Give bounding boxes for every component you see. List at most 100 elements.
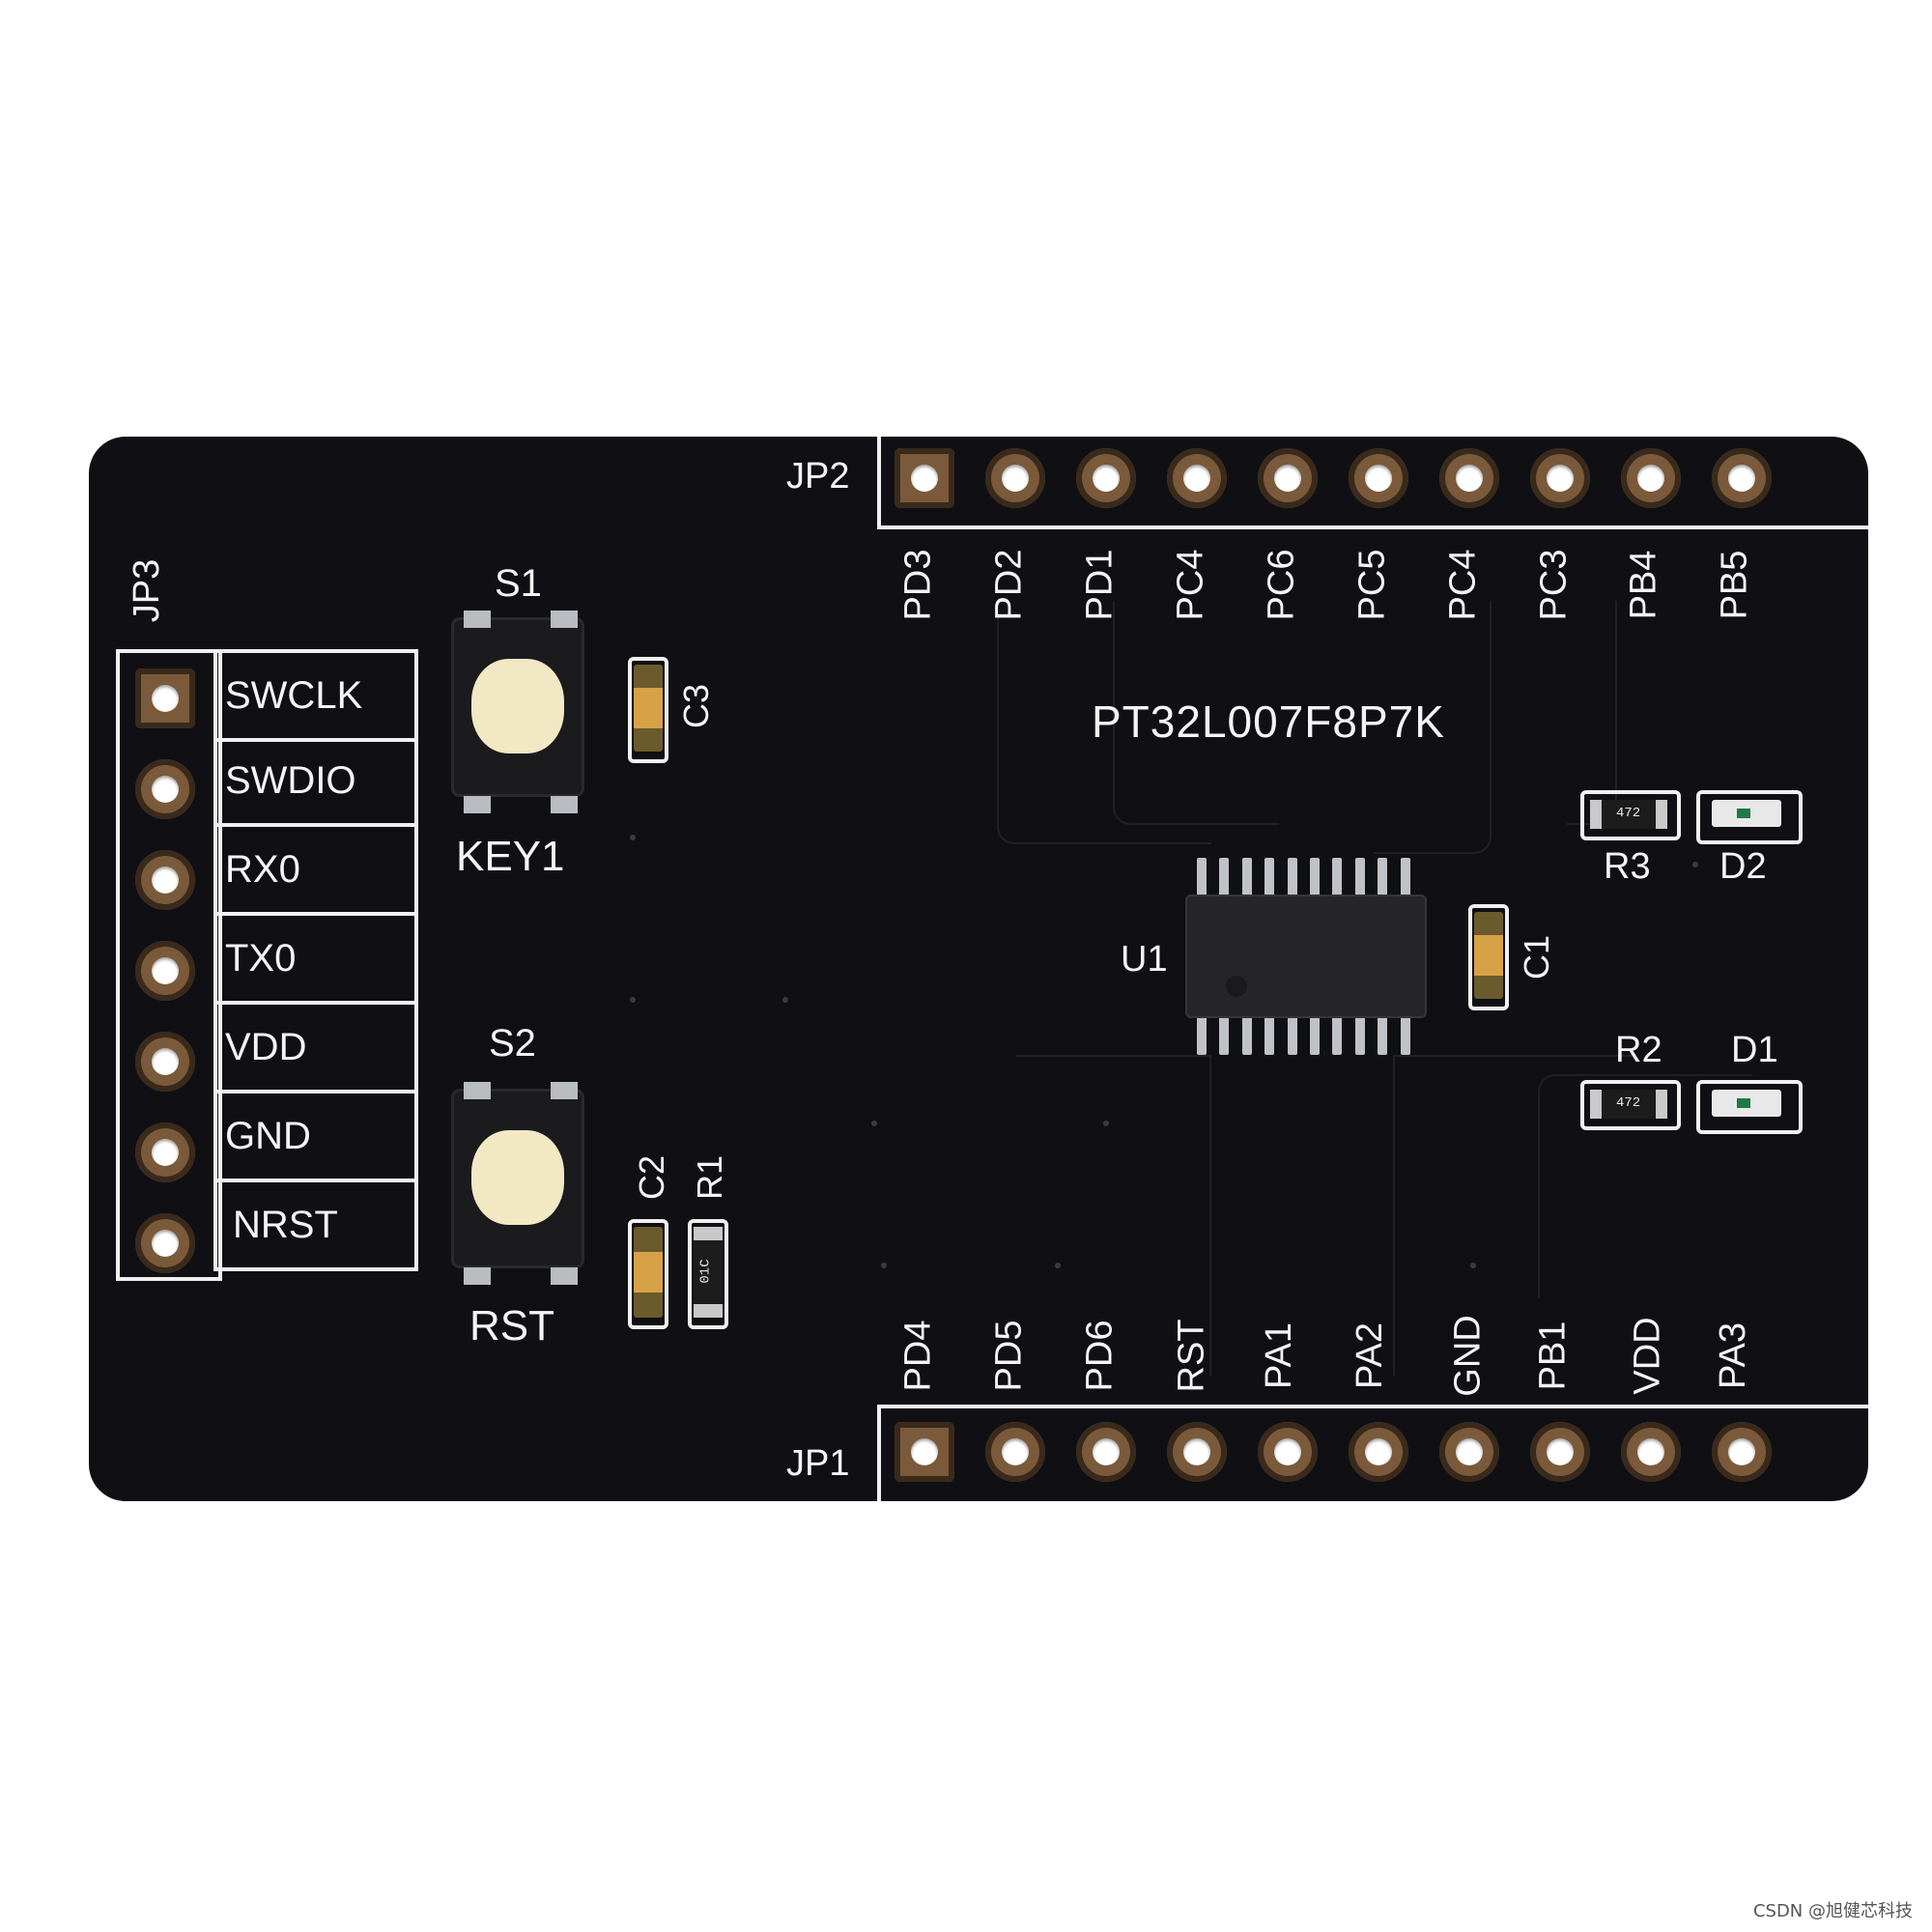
jp2-pin-pad[interactable] bbox=[1439, 448, 1499, 508]
r1-end bbox=[694, 1227, 723, 1240]
r3-end bbox=[1656, 800, 1667, 829]
r1-code: 01C bbox=[697, 1259, 714, 1284]
jp2-pin-label: PB5 bbox=[1714, 550, 1755, 620]
jp2-pin-label: PC6 bbox=[1261, 549, 1302, 621]
jp3-pin-pad[interactable] bbox=[135, 668, 195, 728]
key1-button[interactable] bbox=[454, 620, 582, 794]
via bbox=[630, 835, 636, 840]
jp1-pin-pad[interactable] bbox=[1258, 1422, 1318, 1482]
jp1-pin-label: PA2 bbox=[1350, 1321, 1391, 1390]
r3-ref: R3 bbox=[1604, 846, 1651, 887]
key1-button-cap[interactable] bbox=[471, 659, 564, 753]
via bbox=[1055, 1263, 1061, 1268]
r3-end bbox=[1590, 800, 1602, 829]
c3-ref: C3 bbox=[676, 683, 717, 729]
jp1-pin-pad[interactable] bbox=[1621, 1422, 1681, 1482]
jp3-pin-pad[interactable] bbox=[135, 759, 195, 819]
jp1-pin-label: VDD bbox=[1627, 1317, 1668, 1395]
jp2-pin-label: PB4 bbox=[1623, 550, 1664, 620]
jp3-label-cell: VDD bbox=[213, 1005, 418, 1094]
button-leg bbox=[551, 611, 578, 628]
jp2-pin-label: PD3 bbox=[897, 549, 939, 621]
r2-ref: R2 bbox=[1615, 1030, 1662, 1070]
d1-led bbox=[1712, 1090, 1781, 1117]
u1-pin bbox=[1378, 1012, 1388, 1055]
jp2-pin-label: PC5 bbox=[1351, 549, 1393, 621]
via bbox=[782, 997, 788, 1003]
u1-pin bbox=[1400, 1012, 1410, 1055]
jp3-pin-pad[interactable] bbox=[135, 1032, 195, 1092]
jp1-pin-pad[interactable] bbox=[1076, 1422, 1136, 1482]
jp2-pin-pad[interactable] bbox=[1530, 448, 1590, 508]
jp1-pin-pad[interactable] bbox=[1530, 1422, 1590, 1482]
via bbox=[881, 1263, 887, 1268]
u1-pin bbox=[1197, 858, 1207, 900]
r1-ref: R1 bbox=[690, 1154, 730, 1201]
jp1-pin-label: RST bbox=[1171, 1319, 1212, 1393]
u1-pin bbox=[1332, 858, 1343, 900]
c3-body bbox=[634, 688, 663, 728]
jp2-pin-pad[interactable] bbox=[985, 448, 1045, 508]
jp3-pin-pad[interactable] bbox=[135, 941, 195, 1001]
jp1-outline bbox=[877, 1405, 1868, 1501]
d1-ref: D1 bbox=[1731, 1030, 1778, 1070]
watermark: CSDN @旭健芯科技 bbox=[1752, 1901, 1913, 1921]
jp2-pin-pad[interactable] bbox=[1258, 448, 1318, 508]
jp2-pin-pad[interactable] bbox=[1712, 448, 1772, 508]
jp1-pin-pad[interactable] bbox=[985, 1422, 1045, 1482]
jp3-pin-label: GND bbox=[225, 1115, 311, 1157]
rst-button[interactable] bbox=[454, 1092, 582, 1265]
r1-end bbox=[694, 1304, 723, 1318]
c1-body bbox=[1474, 935, 1503, 976]
u1-pin bbox=[1287, 1012, 1297, 1055]
rst-button-cap[interactable] bbox=[471, 1130, 564, 1225]
pin1-marker bbox=[1226, 976, 1247, 997]
u1-pin bbox=[1241, 1012, 1252, 1055]
u1-pin bbox=[1378, 858, 1388, 900]
c3-capacitor bbox=[634, 665, 663, 752]
jp1-pin-pad[interactable] bbox=[1439, 1422, 1499, 1482]
jp2-pin-label: PD2 bbox=[988, 549, 1030, 621]
jp2-pin-pad[interactable] bbox=[1349, 448, 1408, 508]
jp1-pin-pad[interactable] bbox=[1167, 1422, 1227, 1482]
jp2-pin-pad[interactable] bbox=[895, 448, 954, 508]
jp1-pin-label: PD5 bbox=[988, 1320, 1030, 1392]
jp1-pin-label: PD6 bbox=[1079, 1320, 1121, 1392]
s2-name: RST bbox=[469, 1302, 554, 1350]
jp1-pin-pad[interactable] bbox=[1349, 1422, 1408, 1482]
jp1-pin-pad[interactable] bbox=[895, 1422, 954, 1482]
c1-capacitor bbox=[1474, 912, 1503, 999]
r2-code: 472 bbox=[1616, 1095, 1641, 1111]
via bbox=[630, 997, 636, 1003]
trace bbox=[1016, 1055, 1211, 1376]
u1-pin bbox=[1197, 1012, 1207, 1055]
button-leg bbox=[464, 796, 491, 813]
button-leg bbox=[464, 1267, 491, 1285]
jp1-pin-pad[interactable] bbox=[1712, 1422, 1772, 1482]
jp2-pin-label: PC4 bbox=[1170, 549, 1211, 621]
d2-outline bbox=[1696, 790, 1803, 844]
r1-resistor: 01C bbox=[694, 1227, 723, 1318]
jp3-pin-pad[interactable] bbox=[135, 1122, 195, 1182]
jp2-pin-pad[interactable] bbox=[1621, 448, 1681, 508]
trace bbox=[997, 601, 1211, 844]
via bbox=[871, 1121, 877, 1126]
jp1-label: JP1 bbox=[786, 1443, 850, 1484]
jp3-pin-pad[interactable] bbox=[135, 850, 195, 910]
c1-ref: C1 bbox=[1517, 934, 1557, 980]
button-leg bbox=[464, 611, 491, 628]
jp1-pin-label: PA1 bbox=[1259, 1321, 1300, 1390]
u1-pin bbox=[1219, 858, 1230, 900]
jp2-pin-pad[interactable] bbox=[1076, 448, 1136, 508]
r3-resistor: 472 bbox=[1590, 800, 1667, 829]
u1-pin bbox=[1400, 858, 1410, 900]
jp2-pin-pad[interactable] bbox=[1167, 448, 1227, 508]
jp3-label-cell: NRST bbox=[213, 1182, 418, 1271]
u1-pin bbox=[1310, 1012, 1320, 1055]
jp3-label-cell: SWCLK bbox=[213, 649, 418, 742]
u1-pin bbox=[1241, 858, 1252, 900]
trace bbox=[1393, 1055, 1636, 1376]
jp3-pin-label: RX0 bbox=[225, 848, 300, 891]
jp1-pin-label: GND bbox=[1447, 1315, 1489, 1397]
jp3-pin-pad[interactable] bbox=[135, 1213, 195, 1273]
